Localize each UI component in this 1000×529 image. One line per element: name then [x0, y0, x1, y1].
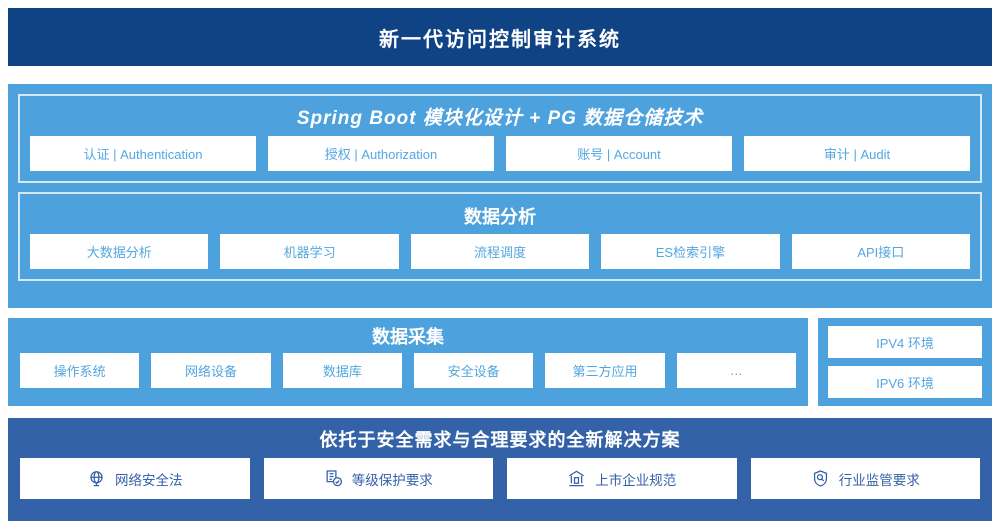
solution-chip-label: 等级保护要求: [351, 472, 433, 488]
environment-chip-ipv6[interactable]: IPV6 环境: [828, 366, 982, 398]
solution-chip-cybersecurity-law[interactable]: 网络安全法: [20, 458, 250, 499]
analysis-chip-row: 大数据分析 机器学习 流程调度 ES检索引擎 API接口: [30, 234, 971, 269]
platform-chip-account[interactable]: 账号 | Account: [506, 136, 732, 171]
analysis-chip-bigdata[interactable]: 大数据分析: [30, 234, 209, 269]
analysis-chip-process-scheduling[interactable]: 流程调度: [410, 234, 590, 269]
collection-chip-security-device[interactable]: 安全设备: [413, 353, 534, 388]
solution-chip-classified-protection[interactable]: 等级保护要求: [263, 458, 493, 499]
collection-chip-third-party-app[interactable]: 第三方应用: [545, 353, 665, 388]
analysis-section-title: 数据分析: [464, 207, 536, 227]
environment-panel: IPV4 环境 IPV6 环境: [818, 318, 992, 406]
collection-chip-network-device[interactable]: 网络设备: [151, 353, 271, 388]
document-check-icon: [324, 469, 343, 488]
platform-chip-row: 认证 | Authentication 授权 | Authorization 账…: [30, 136, 970, 171]
collection-row: 数据采集 操作系统 网络设备 数据库 安全设备 第三方应用 … IPV4 环境 …: [8, 318, 992, 406]
solution-section: 依托于安全需求与合理要求的全新解决方案 网络安全法: [8, 418, 992, 521]
bank-icon: [567, 469, 586, 488]
platform-section: Spring Boot 模块化设计 + PG 数据仓储技术 认证 | Authe…: [18, 94, 982, 183]
page-title: 新一代访问控制审计系统: [379, 28, 621, 51]
shield-search-icon: [811, 469, 830, 488]
platform-chip-audit[interactable]: 审计 | Audit: [744, 136, 970, 171]
collection-section: 数据采集 操作系统 网络设备 数据库 安全设备 第三方应用 …: [8, 318, 808, 406]
page-header: 新一代访问控制审计系统: [8, 8, 992, 66]
solution-section-title: 依托于安全需求与合理要求的全新解决方案: [319, 430, 681, 450]
solution-chip-label: 行业监管要求: [838, 472, 920, 488]
environment-chip-ipv4[interactable]: IPV4 环境: [828, 326, 982, 358]
platform-analysis-panel: Spring Boot 模块化设计 + PG 数据仓储技术 认证 | Authe…: [8, 84, 992, 308]
globe-icon: [87, 469, 106, 488]
analysis-chip-machine-learning[interactable]: 机器学习: [220, 234, 399, 269]
solution-chip-industry-regulation[interactable]: 行业监管要求: [750, 458, 980, 499]
analysis-chip-es-search[interactable]: ES检索引擎: [601, 234, 780, 269]
platform-chip-authorization[interactable]: 授权 | Authorization: [268, 136, 494, 171]
collection-chip-database[interactable]: 数据库: [282, 353, 402, 388]
collection-chip-os[interactable]: 操作系统: [20, 353, 140, 388]
solution-chip-listed-company-standard[interactable]: 上市企业规范: [507, 458, 737, 499]
platform-section-title: Spring Boot 模块化设计 + PG 数据仓储技术: [296, 108, 704, 129]
solution-chip-label: 网络安全法: [115, 472, 183, 488]
solution-chip-label: 上市企业规范: [595, 472, 677, 488]
collection-chip-row: 操作系统 网络设备 数据库 安全设备 第三方应用 …: [20, 353, 796, 388]
platform-chip-authentication[interactable]: 认证 | Authentication: [30, 136, 256, 171]
collection-chip-more[interactable]: …: [676, 353, 796, 388]
analysis-chip-api[interactable]: API接口: [791, 234, 971, 269]
solution-chip-row: 网络安全法 等级保护要求: [20, 458, 980, 499]
collection-section-title: 数据采集: [372, 327, 444, 347]
analysis-section: 数据分析 大数据分析 机器学习 流程调度 ES检索引擎 API接口: [18, 192, 982, 281]
